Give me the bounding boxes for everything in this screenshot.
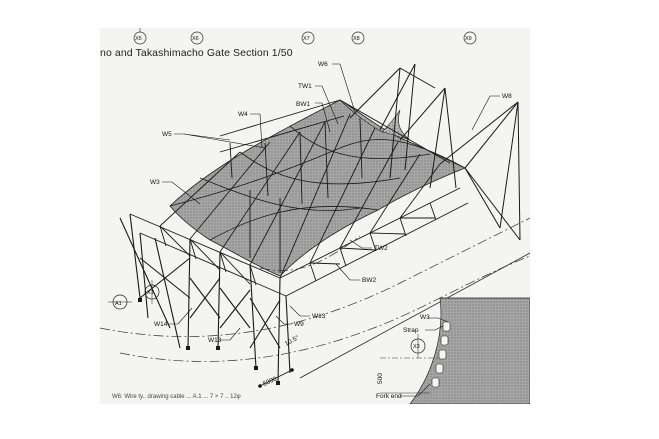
label-fork-end: Fork end (376, 393, 402, 400)
grid-bubble: X7 (301, 31, 315, 45)
truss-frames (129, 99, 469, 297)
masts (349, 63, 521, 241)
grid-bubble-x1: X1 (144, 280, 160, 304)
label-bw1: BW1 (296, 101, 310, 108)
label-w3b: W3 (420, 314, 430, 321)
label-w9: W9 (294, 321, 304, 328)
strap-clips (431, 321, 451, 388)
leaders (162, 63, 500, 341)
grid-bubble: X9 (463, 31, 477, 45)
label-w5: W5 (162, 131, 172, 138)
svg-text:5000: 5000 (262, 375, 278, 387)
angle-label: 10.5° (283, 333, 301, 347)
grid-bubble-a1: A1 (108, 294, 132, 310)
grid-bubble: X6 (190, 31, 204, 45)
footnote: W6: Wire ty.. drawing cable ... A.1 ... … (112, 394, 241, 400)
ground-edge (299, 252, 530, 379)
label-tw2: TW2 (374, 245, 388, 252)
label-w4: W4 (238, 111, 248, 118)
grid-bubble: X5 (133, 28, 147, 45)
grid-bubbles-top: X5 X6 X7 X8 X9 (133, 28, 477, 45)
ground-lines (100, 217, 530, 362)
member-labels: W6 TW1 BW1 W4 W5 W8 W3 TW2 BW2 W13 W9 W1… (150, 61, 512, 344)
label-w14: W14 (154, 321, 168, 328)
label-w8: W8 (502, 93, 512, 100)
grid-bubble: X8 (351, 31, 365, 45)
svg-text:X7: X7 (303, 36, 310, 42)
label-w13a: W13 (312, 313, 326, 320)
svg-text:X5: X5 (135, 36, 142, 42)
grid-bubble-x3: X3 (413, 344, 420, 350)
columns (119, 213, 291, 384)
svg-text:X6: X6 (192, 36, 199, 42)
svg-text:X9: X9 (465, 36, 472, 42)
svg-text:X1: X1 (147, 290, 154, 296)
label-bw2: BW2 (362, 277, 376, 284)
structure-drawing: X5 X6 X7 X8 X9 (100, 28, 530, 404)
label-w6: W6 (318, 61, 328, 68)
drawing-sheet: no and Takashimacho Gate Section 1/50 X5… (100, 28, 530, 404)
detail-inset: X3 Strap W3 Fork end 500 (376, 297, 530, 404)
roof-membrane (169, 99, 466, 277)
label-tw1: TW1 (298, 83, 312, 90)
drawing-title: no and Takashimacho Gate Section 1/50 (100, 47, 293, 59)
label-strap: Strap (403, 327, 419, 334)
label-w3: W3 (150, 179, 160, 186)
svg-text:X8: X8 (353, 36, 360, 42)
svg-text:A1: A1 (115, 301, 122, 307)
column-feet (138, 298, 280, 385)
label-dim2: 500 (377, 373, 384, 384)
label-w13b: W13 (208, 337, 222, 344)
